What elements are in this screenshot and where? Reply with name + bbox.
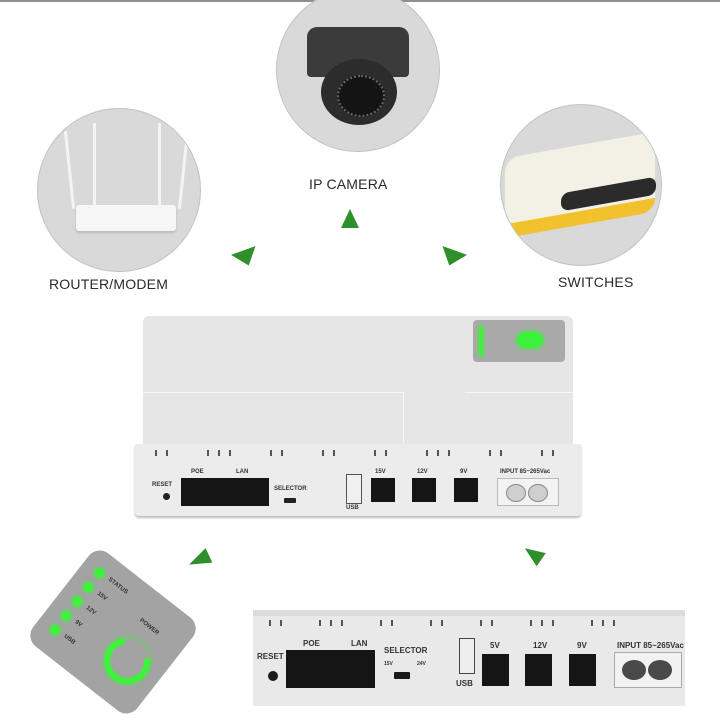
reset-label: RESET xyxy=(152,482,173,488)
12v-label: 12V xyxy=(533,641,548,650)
ac-pin-right xyxy=(528,484,548,502)
led-label-12v: 12V xyxy=(84,605,97,617)
led-panel-closeup: STATUS 15V 12V 9V USB POWER xyxy=(24,544,202,720)
ac-input-label: INPUT 85~265Vac xyxy=(617,641,684,650)
switches-label: SWITCHES xyxy=(558,274,634,290)
poe-label: POE xyxy=(303,639,320,648)
dc-12v-port[interactable] xyxy=(525,654,552,686)
led-12v xyxy=(70,594,85,609)
dc-12v-port[interactable] xyxy=(412,478,436,502)
front-panel-closeup: RESET POE LAN SELECTOR 15V 24V USB 5V 12… xyxy=(253,610,685,706)
led-9v xyxy=(59,608,74,623)
usb-label: USB xyxy=(456,679,473,688)
led-status-panel xyxy=(473,320,565,362)
led-15v xyxy=(81,580,96,595)
led-label-9v: 9V xyxy=(73,619,84,629)
router-antenna xyxy=(63,131,76,209)
arrow-up-icon xyxy=(341,209,359,228)
ip-camera-label: IP CAMERA xyxy=(309,176,388,192)
router-antenna xyxy=(158,123,161,205)
arrow-down-left-icon xyxy=(231,246,261,270)
reset-label: RESET xyxy=(257,652,284,661)
router-image xyxy=(37,108,201,272)
device-panel-seam xyxy=(143,392,403,393)
device-panel-seam xyxy=(403,392,404,444)
camera-lens xyxy=(337,75,385,117)
arrow-left-icon xyxy=(185,548,213,572)
device-top-cover xyxy=(143,316,573,444)
mini-ups-device: RESET POE LAN SELECTOR USB 15V 12V 9V IN… xyxy=(133,316,583,516)
router-antenna xyxy=(177,131,190,209)
dc-9v-port[interactable] xyxy=(569,654,596,686)
selector-24v-label: 24V xyxy=(417,661,426,667)
selector-label: SELECTOR xyxy=(384,646,428,655)
ac-pin-left xyxy=(506,484,526,502)
5v-label: 5V xyxy=(490,641,500,650)
router-label: ROUTER/MODEM xyxy=(49,276,169,292)
12v-label: 12V xyxy=(417,469,428,475)
device-panel-seam xyxy=(465,392,573,393)
15v-label: 15V xyxy=(375,469,386,475)
vent-ticks-top xyxy=(269,620,615,626)
router-antenna xyxy=(93,123,96,205)
switches-image xyxy=(500,104,662,266)
ac-pin-right xyxy=(648,660,672,680)
power-button-glow xyxy=(517,332,543,348)
ac-input-label: INPUT 85~265Vac xyxy=(500,469,551,475)
lan-label: LAN xyxy=(351,639,368,648)
led-label-15v: 15V xyxy=(95,590,108,603)
dc-9v-port[interactable] xyxy=(454,478,478,502)
usb-port[interactable] xyxy=(459,638,475,674)
led-usb xyxy=(48,622,63,637)
ac-input-socket[interactable] xyxy=(497,478,559,506)
poe-lan-ports[interactable] xyxy=(286,650,375,688)
power-label: POWER xyxy=(138,617,160,637)
ip-camera-image xyxy=(276,0,440,152)
arrow-right-icon xyxy=(520,541,546,567)
ac-input-socket[interactable] xyxy=(614,652,682,688)
usb-port[interactable] xyxy=(346,474,362,504)
selector-label: SELECTOR xyxy=(274,486,307,492)
led-strip xyxy=(479,326,483,356)
reset-button[interactable] xyxy=(268,671,278,681)
vent-ticks xyxy=(155,450,554,456)
dc-5v-port[interactable] xyxy=(482,654,509,686)
led-label-usb: USB xyxy=(62,633,77,647)
router-body xyxy=(76,205,176,231)
usb-label: USB xyxy=(346,505,359,511)
arrow-down-right-icon xyxy=(437,246,467,270)
voltage-selector-switch[interactable] xyxy=(284,498,296,503)
poe-lan-ports[interactable] xyxy=(181,478,269,506)
led-status xyxy=(92,566,107,581)
device-front-panel: RESET POE LAN SELECTOR USB 15V 12V 9V IN… xyxy=(135,444,581,516)
voltage-selector-switch[interactable] xyxy=(394,672,410,679)
power-button-icon[interactable] xyxy=(94,628,160,694)
lan-label: LAN xyxy=(236,469,249,475)
ac-pin-left xyxy=(622,660,646,680)
9v-label: 9V xyxy=(577,641,587,650)
reset-button[interactable] xyxy=(163,493,170,500)
poe-label: POE xyxy=(191,469,204,475)
led-label-status: STATUS xyxy=(106,576,129,596)
dc-15v-port[interactable] xyxy=(371,478,395,502)
9v-label: 9V xyxy=(460,469,468,475)
selector-15v-label: 15V xyxy=(384,661,393,667)
